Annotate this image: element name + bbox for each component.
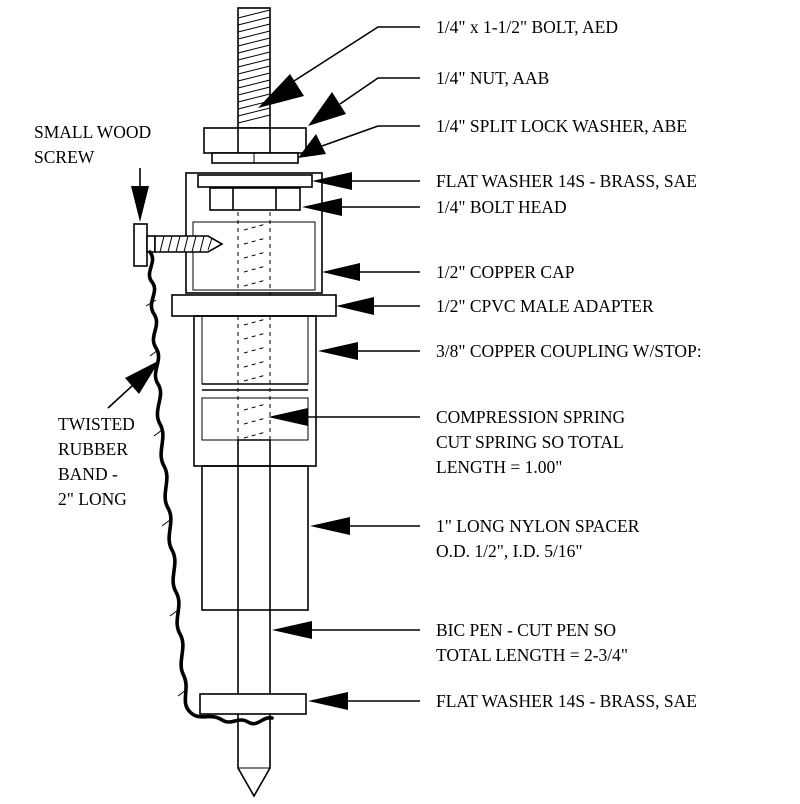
label-bolt-head: 1/4" BOLT HEAD [436, 197, 567, 217]
hidden-bolt-threads [237, 212, 271, 440]
label-spacer-line-2: O.D. 1/2", I.D. 5/16" [436, 541, 583, 561]
label-flat-washer-bottom: FLAT WASHER 14S - BRASS, SAE [436, 691, 697, 711]
wood-screw [133, 223, 224, 267]
label-lock-washer: 1/4" SPLIT LOCK WASHER, ABE [436, 116, 687, 136]
nut [203, 127, 307, 154]
label-nut: 1/4" NUT, AAB [436, 68, 549, 88]
split-lock-washer [211, 152, 299, 164]
bolt-head [209, 187, 301, 211]
label-copper-coupling: 3/8" COPPER COUPLING W/STOP: [436, 341, 702, 361]
label-cpvc-adapter: 1/2" CPVC MALE ADAPTER [436, 296, 654, 316]
label-copper-cap: 1/2" COPPER CAP [436, 262, 575, 282]
label-spacer-line-1: 1" LONG NYLON SPACER [436, 516, 640, 536]
label-flat-washer-top: FLAT WASHER 14S - BRASS, SAE [436, 171, 697, 191]
flat-washer-bottom [199, 693, 307, 715]
label-rubber-band-line-3: BAND - [58, 464, 118, 484]
flat-washer-top [197, 174, 313, 188]
label-wood-screw-line-1: SMALL WOOD [34, 122, 151, 142]
label-pen-line-1: BIC PEN - CUT PEN SO [436, 620, 616, 640]
nylon-spacer [201, 465, 309, 611]
callout-labels: 1/4" x 1-1/2" BOLT, AED 1/4" NUT, AAB 1/… [34, 17, 702, 711]
label-bolt: 1/4" x 1-1/2" BOLT, AED [436, 17, 618, 37]
label-rubber-band-line-4: 2" LONG [58, 489, 127, 509]
label-pen-line-2: TOTAL LENGTH = 2-3/4" [436, 645, 628, 665]
label-spring-line-3: LENGTH = 1.00" [436, 457, 562, 477]
label-spring-line-2: CUT SPRING SO TOTAL [436, 432, 624, 452]
twisted-rubber-band [145, 250, 274, 726]
cpvc-male-adapter [171, 294, 337, 317]
label-rubber-band-line-2: RUBBER [58, 439, 128, 459]
label-rubber-band-line-1: TWISTED [58, 414, 135, 434]
label-spring-line-1: COMPRESSION SPRING [436, 407, 626, 427]
bic-pen [237, 439, 271, 798]
copper-coupling [193, 315, 317, 467]
assembly-parts [133, 7, 337, 798]
leader-lines [107, 26, 420, 710]
bolt-shank [237, 7, 271, 129]
label-wood-screw-line-2: SCREW [34, 147, 95, 167]
